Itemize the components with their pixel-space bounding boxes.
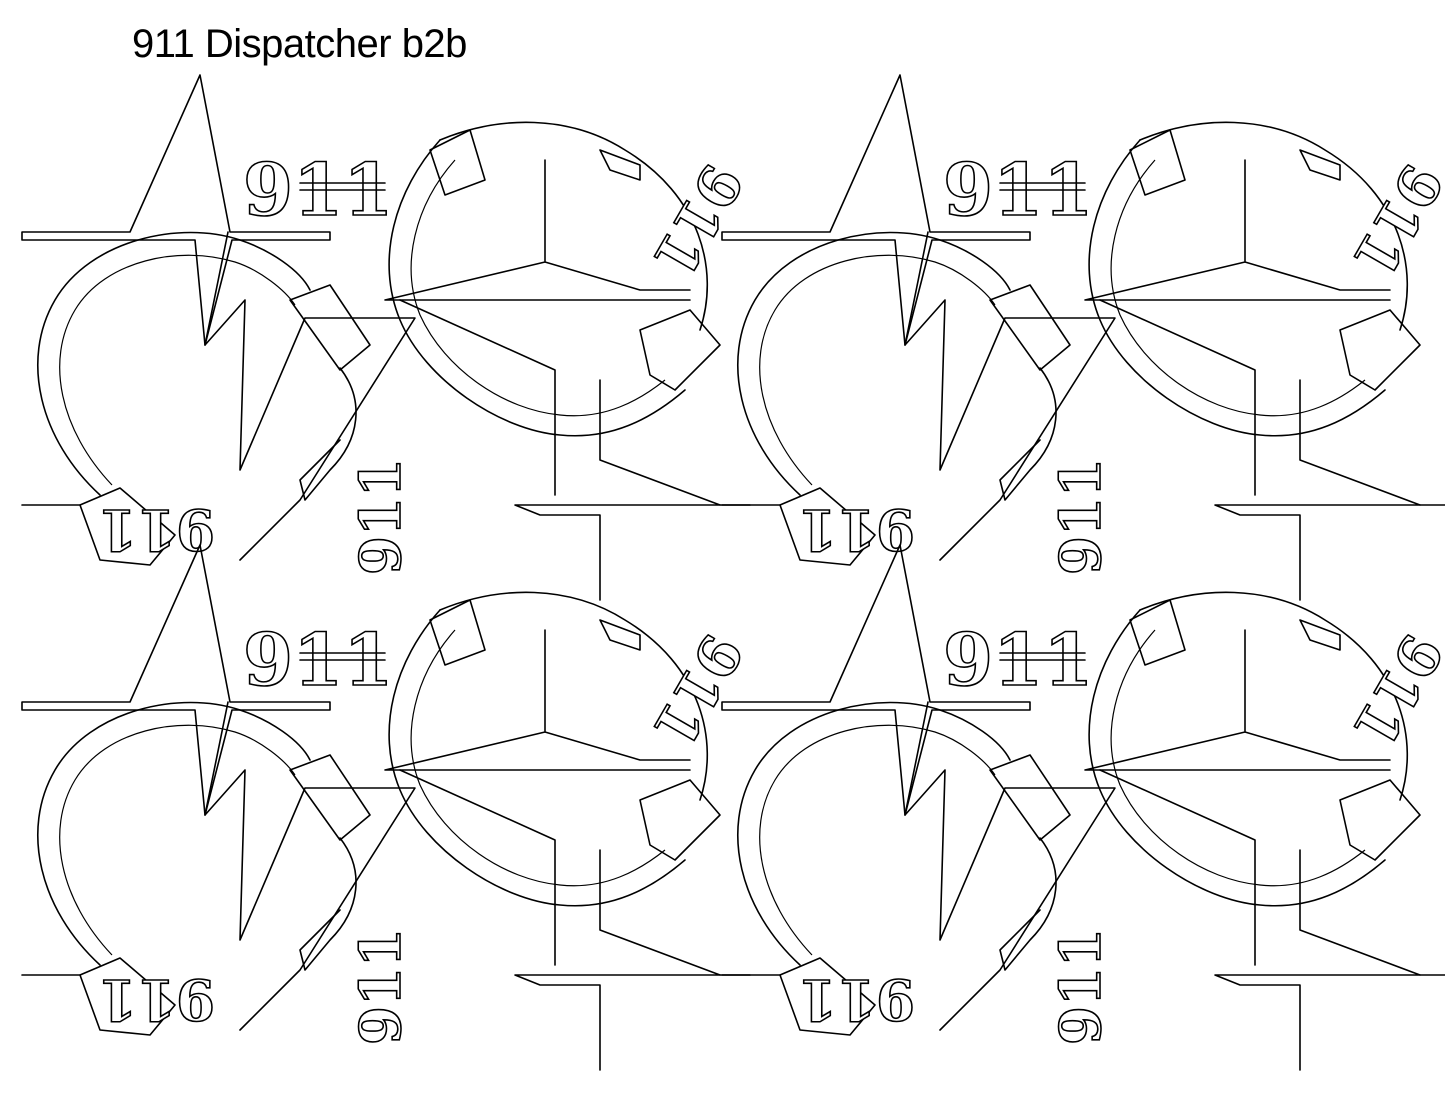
tile-bottom-right xyxy=(721,544,1445,1071)
tile-top-right xyxy=(721,74,1445,601)
tile-top-left xyxy=(21,74,756,601)
page-title: 911 Dispatcher b2b xyxy=(132,22,467,66)
tile-bottom-left xyxy=(21,544,756,1071)
